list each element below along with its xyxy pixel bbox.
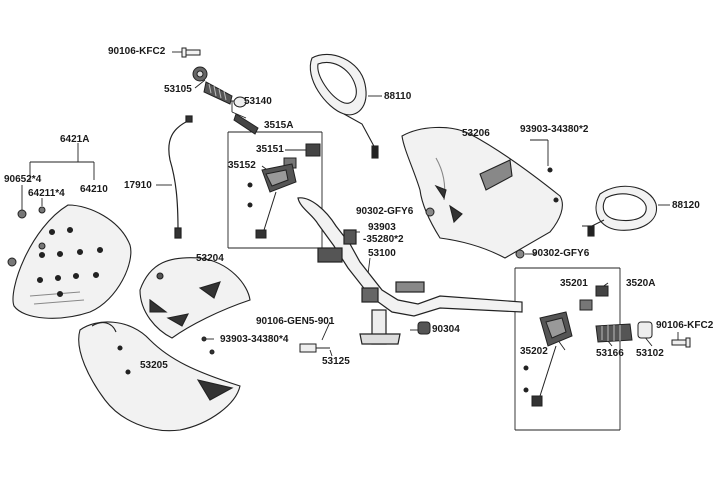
label-3520a: 3520A [626, 278, 656, 289]
switch-assembly-3515a [247, 143, 321, 239]
label-35152: 35152 [228, 160, 256, 171]
label-53125: 53125 [322, 356, 350, 367]
handlebar-53100 [297, 197, 523, 345]
grip-end-53102 [637, 321, 653, 339]
label-93903: 93903 [368, 222, 396, 233]
screws-90652 [7, 206, 46, 267]
windscreen-64210 [12, 204, 132, 319]
label-64210: 64210 [80, 184, 108, 195]
label-90106-kfc2-top: 90106-KFC2 [108, 46, 166, 57]
label-53205: 53205 [140, 360, 168, 371]
front-cover-53204 [139, 257, 251, 339]
grip-53140 [203, 81, 259, 135]
label-90302-gfy6-left: 90302-GFY6 [356, 206, 414, 217]
label-93903-34380-2: 93903-34380*2 [520, 124, 589, 135]
rear-cover-53206 [401, 126, 563, 259]
label-93903-34380-4: 93903-34380*4 [220, 334, 289, 345]
bolt-90106-kfc2-right [671, 337, 691, 348]
label-35280-2: -35280*2 [363, 234, 404, 245]
screws-93903-34380-4 [201, 336, 215, 355]
label-35201: 35201 [560, 278, 588, 289]
grip-53166 [595, 323, 633, 343]
label-53204: 53204 [196, 253, 224, 264]
label-3515a: 3515A [264, 120, 294, 131]
lower-cover-53205 [78, 321, 241, 432]
label-53100: 53100 [368, 248, 396, 259]
grip-end-53105 [192, 66, 208, 82]
label-53166: 53166 [596, 348, 624, 359]
label-90652: 90652*4 [4, 174, 42, 185]
label-90304: 90304 [432, 324, 460, 335]
label-53140: 53140 [244, 96, 272, 107]
label-53102: 53102 [636, 348, 664, 359]
label-17910: 17910 [124, 180, 152, 191]
label-90106-kfc2-right: 90106-KFC2 [656, 320, 714, 331]
mirror-88110 [309, 53, 379, 159]
label-35202: 35202 [520, 346, 548, 357]
label-6421a: 6421A [60, 134, 90, 145]
label-90106-gen5-901: 90106-GEN5-901 [256, 316, 335, 327]
label-53105: 53105 [164, 84, 192, 95]
washers [417, 207, 525, 335]
label-88120: 88120 [672, 200, 700, 211]
label-35151: 35151 [256, 144, 284, 155]
mirror-88120 [582, 185, 657, 237]
switch-assembly-3520a [523, 285, 609, 407]
label-88110: 88110 [384, 91, 412, 102]
label-53206: 53206 [462, 128, 490, 139]
label-64211: 64211*4 [28, 188, 65, 199]
bolt-90106-kfc2-top [181, 47, 201, 58]
label-90302-gfy6-right: 90302-GFY6 [532, 248, 590, 259]
bolt-90106-gen5-901 [299, 343, 330, 353]
cable-17910 [168, 115, 193, 239]
